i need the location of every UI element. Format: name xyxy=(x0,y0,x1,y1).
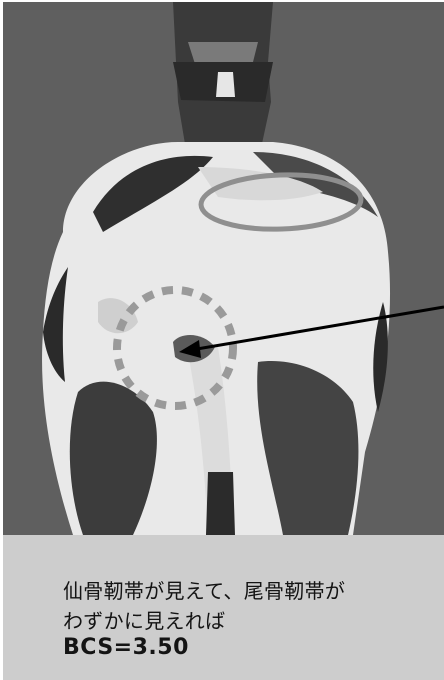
cow-rear-illustration xyxy=(3,2,444,535)
caption-panel: 仙骨靭帯が見えて、尾骨靭帯が わずかに見えれば BCS=3.50 xyxy=(3,535,444,680)
spine-highlight xyxy=(188,42,258,64)
caption-line-2: わずかに見えれば xyxy=(63,605,225,634)
caption-line-1: 仙骨靭帯が見えて、尾骨靭帯が xyxy=(63,575,345,604)
spine-spot xyxy=(216,72,235,97)
cow-rear-drawing xyxy=(3,2,444,535)
bcs-score: BCS=3.50 xyxy=(63,635,189,660)
tail-switch xyxy=(206,472,235,535)
